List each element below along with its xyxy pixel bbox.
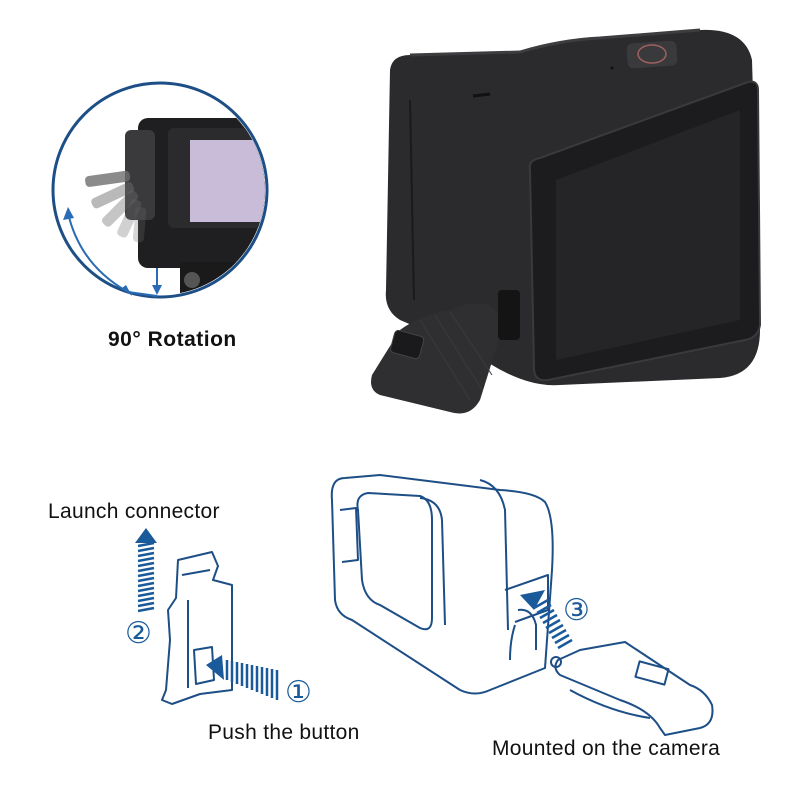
arrow-up-icon bbox=[135, 528, 157, 613]
launch-connector-label: Launch connector bbox=[48, 500, 220, 523]
camera-outline-diagram bbox=[330, 474, 554, 695]
arrow-diagonal-icon bbox=[520, 590, 573, 650]
camera-photo bbox=[371, 28, 762, 414]
step-3-badge: ③ bbox=[563, 594, 590, 627]
step-2-badge: ② bbox=[125, 617, 152, 650]
connector-diagram bbox=[161, 551, 233, 705]
step-1-badge: ① bbox=[285, 676, 312, 709]
door-flap-diagram bbox=[550, 641, 714, 736]
push-button-label: Push the button bbox=[208, 721, 360, 744]
rotation-caption: 90° Rotation bbox=[108, 328, 237, 351]
mounted-label: Mounted on the camera bbox=[492, 737, 721, 760]
rotation-inset bbox=[51, 81, 269, 299]
arrow-left-icon bbox=[206, 655, 279, 700]
